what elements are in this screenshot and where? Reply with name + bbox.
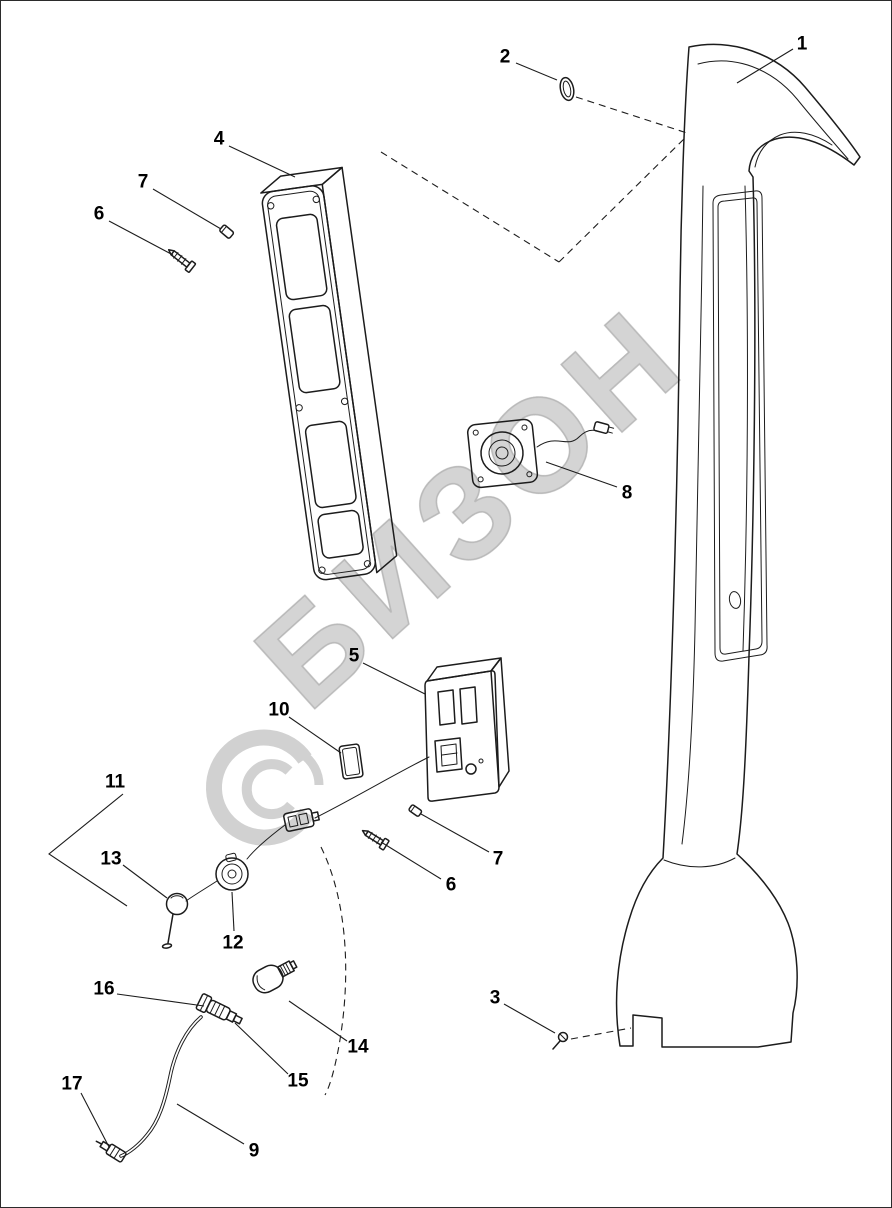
- round-connector-12: [215, 852, 249, 891]
- switch-hole-right: [459, 686, 478, 725]
- watermark-text: БИЗОН: [229, 279, 713, 735]
- clip-7-upper: [219, 224, 235, 239]
- blank-plug: [338, 743, 364, 780]
- speaker: [466, 418, 615, 489]
- callout-label-6: 6: [446, 875, 457, 896]
- screw-6-upper: [167, 249, 197, 273]
- callout-label-12: 12: [222, 933, 243, 954]
- grille-opening-1: [275, 213, 328, 301]
- callout-label-17: 17: [61, 1074, 82, 1095]
- pillar-trim-panel: [615, 43, 861, 1048]
- callout-label-8: 8: [622, 483, 633, 504]
- callout-label-2: 2: [500, 47, 511, 68]
- pillar-oval-hole: [728, 591, 742, 609]
- grille-opening-2: [288, 304, 341, 394]
- rocker-switch: [440, 743, 458, 767]
- screw-6-lower: [361, 829, 390, 851]
- speaker-wire: [536, 429, 598, 448]
- clip-7-lower: [408, 804, 423, 817]
- switch-hole-left: [437, 689, 456, 726]
- knob-14: [252, 960, 298, 994]
- watermark: БИЗОН: [205, 278, 713, 846]
- callout-label-3: 3: [490, 988, 501, 1009]
- wiring-harness: [161, 756, 430, 949]
- cable-end-connector-17: [95, 1140, 127, 1163]
- switch-panel: [424, 657, 510, 802]
- cable-connector-15-16: [195, 993, 243, 1025]
- oval-plug: [559, 76, 575, 102]
- leader-lines: [48, 48, 794, 1148]
- callout-label-5: 5: [349, 646, 360, 667]
- callout-label-7: 7: [138, 172, 149, 193]
- callout-label-4: 4: [214, 129, 225, 150]
- callout-label-13: 13: [100, 849, 121, 870]
- grille-panel: [260, 166, 398, 581]
- callout-label-7: 7: [493, 849, 504, 870]
- watermark-logo: [205, 729, 324, 846]
- cable-9: [119, 1015, 203, 1158]
- assembly-dashed-lines: [320, 96, 688, 1096]
- harness-plug: [283, 808, 320, 832]
- callout-label-16: 16: [93, 979, 114, 1000]
- callout-label-9: 9: [249, 1141, 260, 1162]
- callout-label-15: 15: [287, 1071, 309, 1092]
- pillar-recessed-panel: [712, 190, 768, 662]
- speaker-wire-connector: [593, 421, 615, 435]
- panel-round-hole: [465, 763, 477, 775]
- callout-label-14: 14: [347, 1037, 369, 1058]
- knob-13: [161, 892, 189, 949]
- callout-label-11: 11: [105, 772, 126, 793]
- grille-opening-3: [304, 420, 357, 509]
- callout-label-10: 10: [268, 700, 289, 721]
- switch-hole-square: [434, 737, 463, 773]
- callout-label-6: 6: [94, 204, 105, 225]
- grille-opening-4: [317, 509, 364, 559]
- callout-label-1: 1: [797, 34, 808, 55]
- screw-3: [552, 1031, 569, 1050]
